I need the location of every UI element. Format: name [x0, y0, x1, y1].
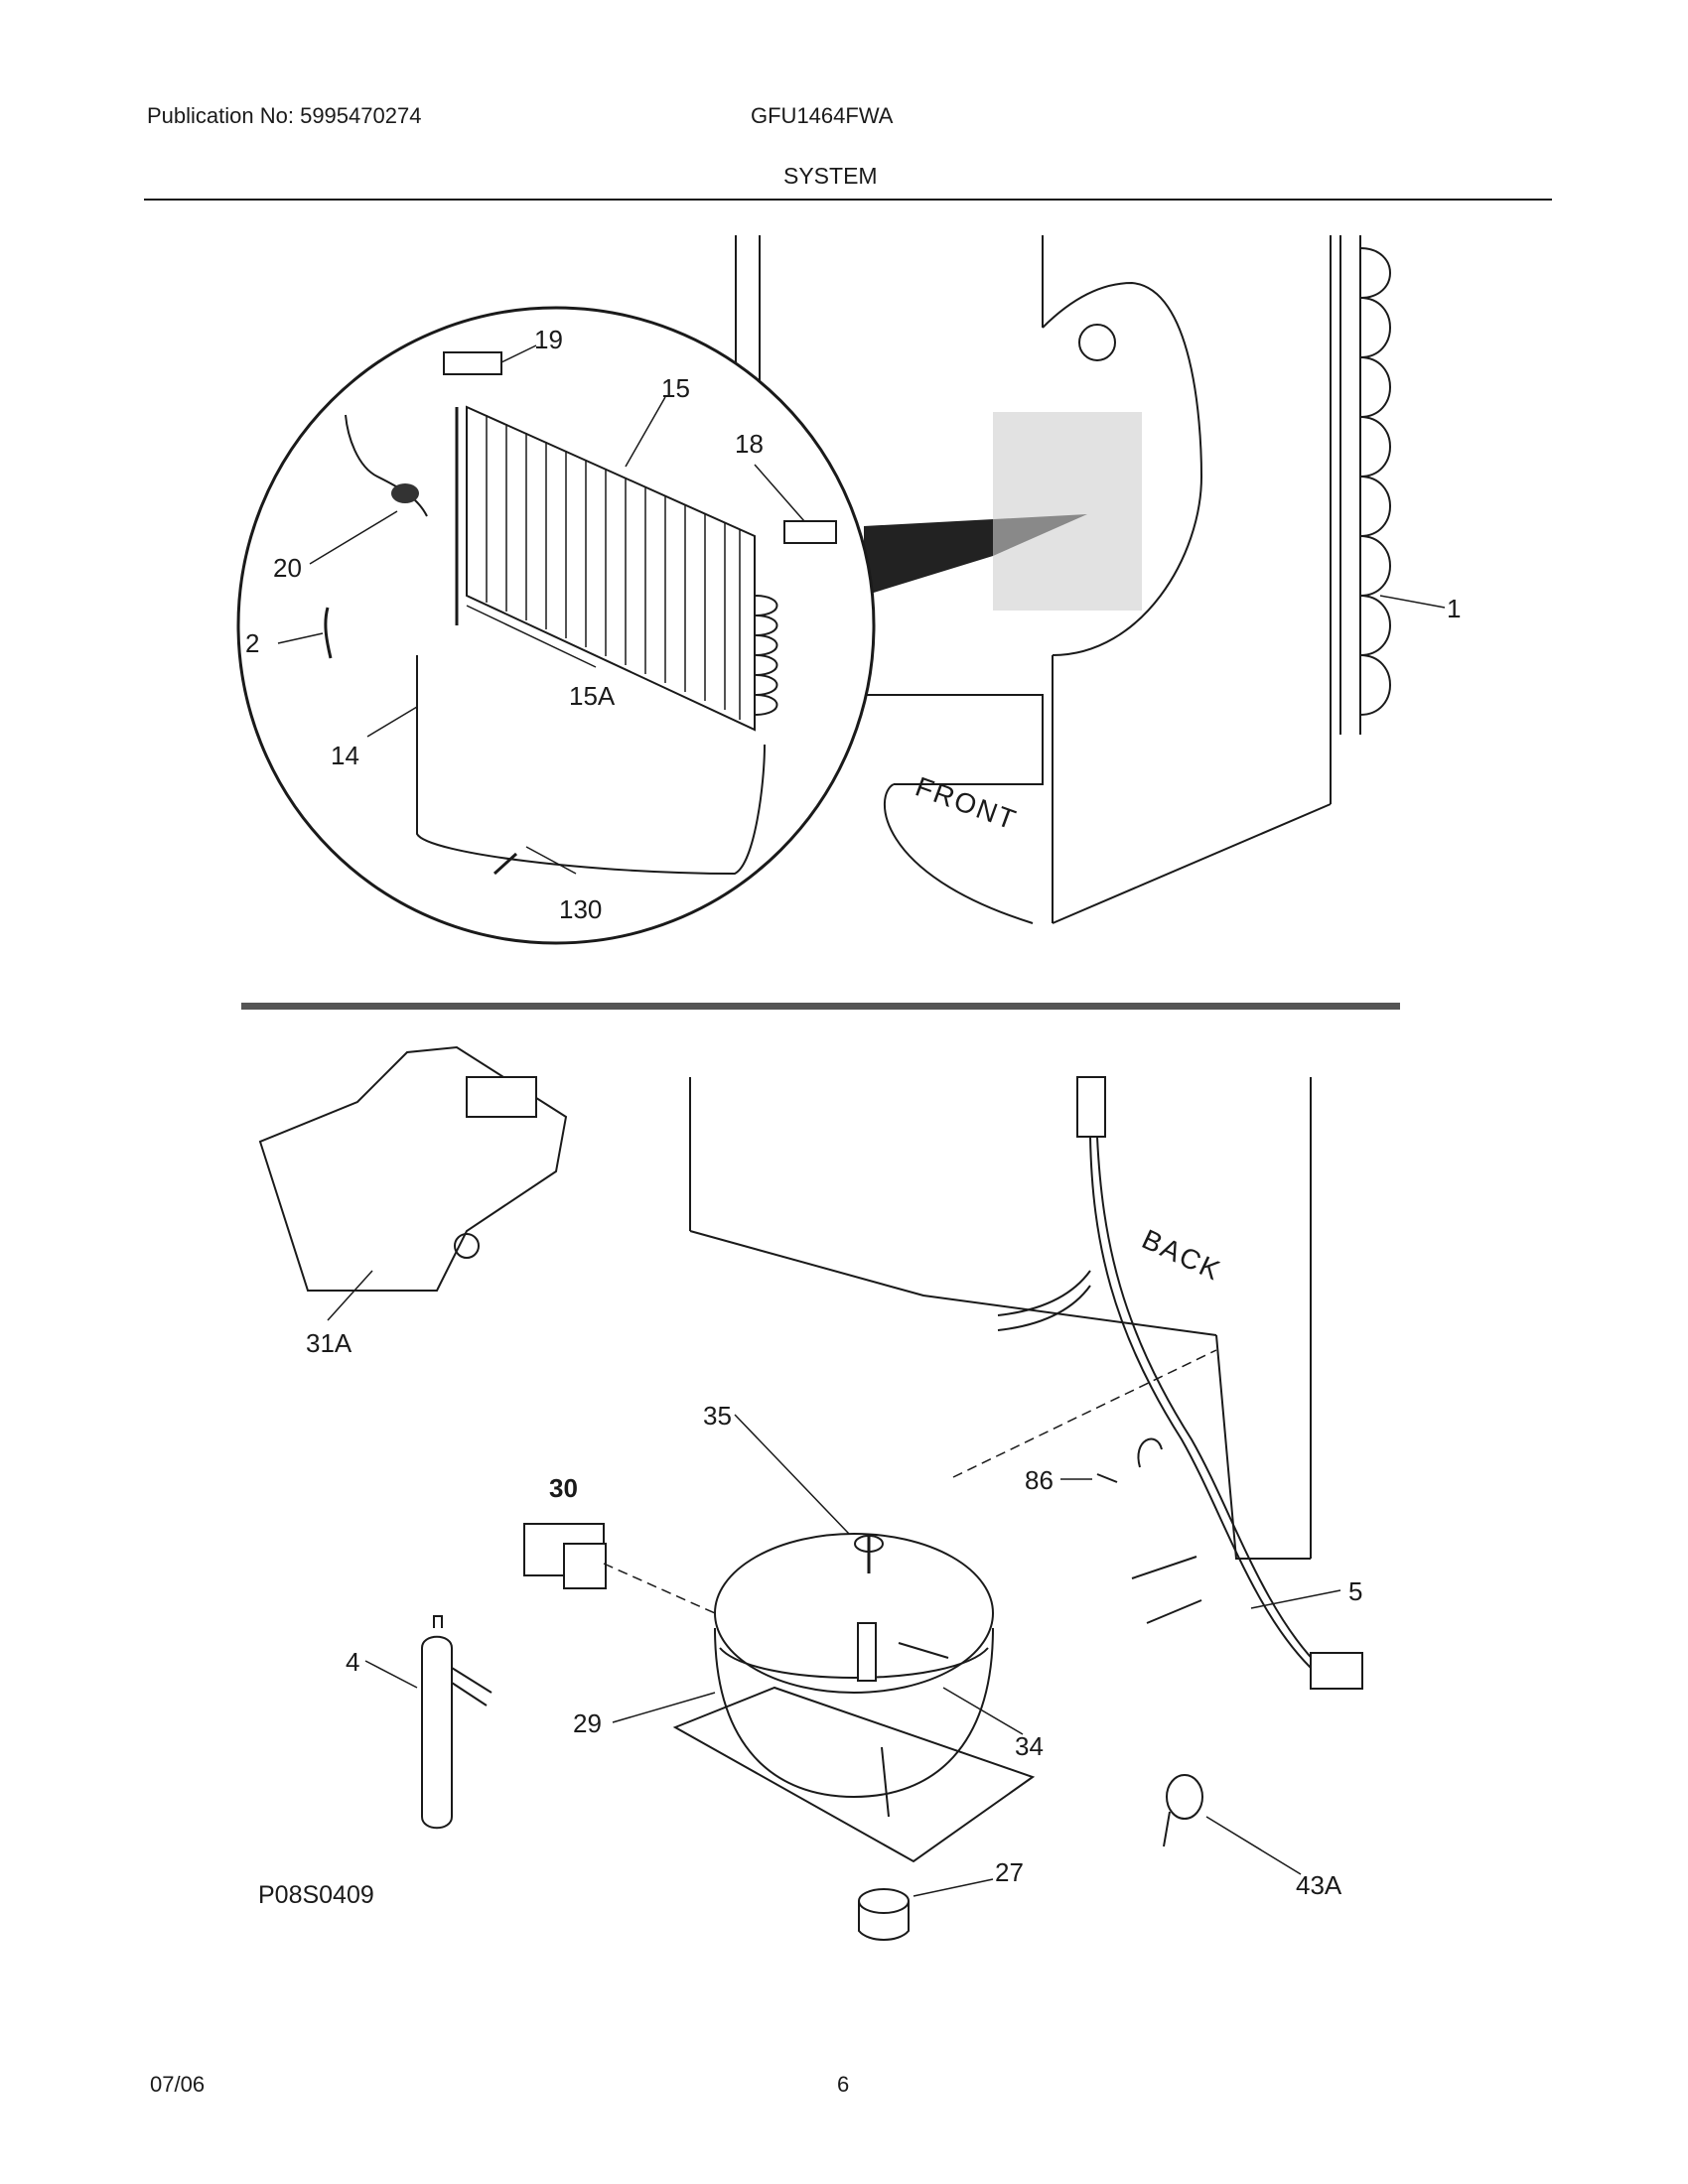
part-label-86: 86: [1025, 1465, 1054, 1495]
section-separator: [241, 1003, 1400, 1010]
part-label-43a: 43A: [1296, 1870, 1342, 1900]
part-19-block: [443, 351, 502, 375]
defrost-thermostat: [391, 483, 419, 503]
fan-opening: [1078, 324, 1116, 361]
part-label-31a: 31A: [306, 1328, 352, 1358]
defrost-pan: [258, 1045, 568, 1292]
part-label-30: 30: [549, 1473, 578, 1503]
page-number: 6: [837, 2072, 850, 2097]
part-label-4: 4: [346, 1647, 359, 1677]
part-label-20: 20: [273, 553, 302, 583]
power-cord: [997, 1076, 1363, 1690]
clamp-part-43a: [1163, 1774, 1203, 1847]
part-label-29: 29: [573, 1708, 602, 1738]
screw-part-86: [1096, 1473, 1118, 1483]
thermostat-wire: [345, 414, 428, 517]
part-label-1: 1: [1447, 594, 1461, 623]
front-label: FRONT: [912, 771, 1022, 837]
section-title: SYSTEM: [783, 163, 878, 189]
part-label-35: 35: [703, 1401, 732, 1431]
insulation-stipple: [993, 412, 1142, 611]
evaporator: [455, 405, 778, 732]
part-label-15a: 15A: [569, 681, 616, 711]
publication-number: Publication No: 5995470274: [147, 103, 422, 128]
part-label-15: 15: [661, 373, 690, 403]
condenser-coil: [1339, 235, 1391, 735]
cabinet-back: [689, 1077, 1312, 1560]
relay-part-30: [523, 1523, 716, 1614]
drain-tube: [416, 655, 766, 876]
back-label: BACK: [1137, 1223, 1225, 1287]
part-label-19: 19: [534, 325, 563, 354]
diagram-code: P08S0409: [258, 1881, 374, 1909]
part-18-block: [783, 520, 837, 544]
part-label-14: 14: [331, 741, 359, 770]
part-label-130: 130: [559, 894, 602, 924]
part-label-2: 2: [245, 628, 259, 658]
clip-part-2: [324, 607, 333, 659]
part-label-18: 18: [735, 429, 764, 459]
model-number: GFU1464FWA: [751, 103, 894, 128]
part-label-5: 5: [1348, 1576, 1362, 1606]
part-130-fitting: [492, 852, 518, 876]
part-label-27: 27: [995, 1857, 1024, 1887]
filter-drier: [421, 1615, 492, 1830]
compressor: [672, 1533, 1036, 1941]
part-label-34: 34: [1015, 1731, 1044, 1761]
header-rule: [144, 199, 1552, 201]
footer-date: 07/06: [150, 2072, 206, 2097]
ground-wire: [1137, 1437, 1163, 1468]
